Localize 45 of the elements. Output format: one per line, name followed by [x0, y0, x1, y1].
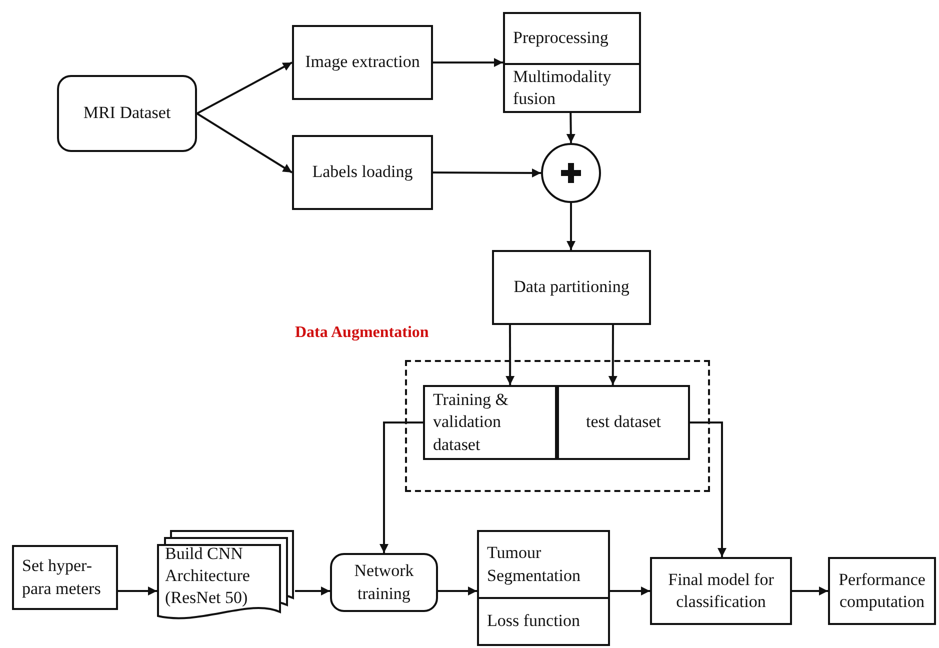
arrow — [380, 422, 423, 553]
node-label: Labels loading — [312, 161, 413, 184]
node-label: Preprocessing — [513, 27, 608, 50]
process-box — [292, 135, 433, 210]
process-box — [12, 545, 118, 610]
arrow — [506, 325, 515, 385]
arrow — [792, 586, 828, 596]
arrow — [433, 168, 541, 178]
process-box — [292, 25, 433, 100]
arrow — [610, 586, 650, 596]
arrow — [566, 112, 576, 144]
process-box — [828, 557, 936, 625]
process-box — [477, 530, 610, 646]
arrow — [566, 203, 576, 250]
node-label: test dataset — [586, 411, 662, 434]
node-label: Network training — [353, 560, 415, 605]
node-label: Training & validation dataset — [433, 389, 510, 456]
node-label: Set hyper-para meters — [22, 555, 102, 600]
group-heading: Data Augmentation — [295, 324, 429, 342]
node-label: Final model for classification — [667, 568, 775, 613]
node-label: Tumour Segmentation — [487, 542, 582, 587]
arrow — [690, 422, 726, 557]
arrow — [608, 325, 618, 385]
arrow — [118, 586, 157, 596]
document-stack — [157, 530, 295, 622]
arrow — [295, 586, 330, 596]
arrow — [196, 62, 292, 114]
node-label: Performance computation — [838, 568, 926, 613]
dataset-box — [423, 385, 557, 460]
node-label: MRI Dataset — [83, 102, 171, 124]
process-box — [330, 553, 438, 612]
start-box — [57, 75, 197, 152]
arrow — [438, 586, 477, 596]
sum-junction — [541, 143, 601, 203]
node-label: Multimodality fusion — [513, 66, 612, 110]
process-box — [492, 250, 651, 325]
arrow — [196, 112, 293, 174]
node-label: Build CNN Architecture (ResNet 50) — [165, 542, 251, 610]
process-box — [650, 557, 792, 625]
arrow — [433, 58, 503, 67]
dataset-box — [557, 385, 690, 460]
process-box — [503, 12, 641, 113]
node-label: Loss function — [487, 610, 580, 632]
node-label: Data partitioning — [514, 276, 630, 298]
node-label: Image extraction — [305, 51, 420, 74]
